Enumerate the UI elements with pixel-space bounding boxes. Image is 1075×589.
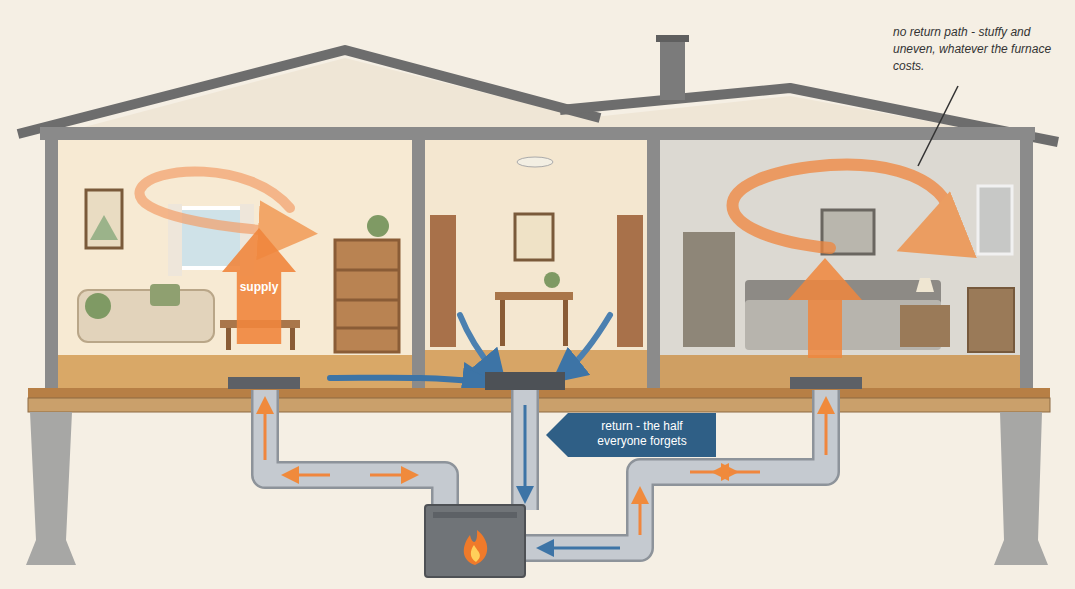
up-arrow-outline: [222, 228, 296, 344]
ducts: [265, 390, 826, 548]
rooms: [45, 140, 1033, 390]
supply-arrow: supply: [222, 228, 296, 344]
furniture: [78, 157, 1014, 352]
note-label: no return path - stuffy and uneven, what…: [893, 24, 1061, 74]
node-text: return - the half everyone forgets: [576, 419, 708, 449]
return-callout: return - the half everyone forgets: [546, 413, 716, 457]
node-text: supply: [226, 280, 292, 295]
leader-line: [918, 86, 958, 166]
floor-structure: [26, 372, 1050, 565]
furnace: [425, 505, 525, 577]
air-swirls: [139, 164, 949, 382]
left-arrow-outline: [546, 413, 716, 457]
